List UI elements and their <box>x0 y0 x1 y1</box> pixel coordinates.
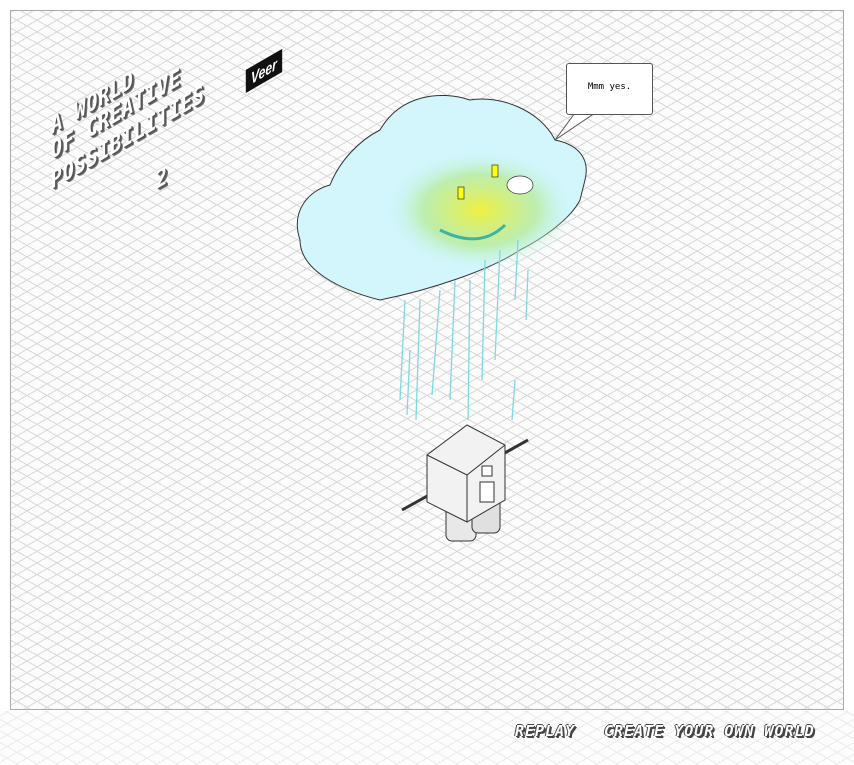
cloud <box>296 94 587 301</box>
create-world-link[interactable]: CREATE YOUR OWN WORLD <box>604 722 815 740</box>
replay-link[interactable]: REPLAY <box>515 722 576 740</box>
footer-background <box>0 711 854 765</box>
robot <box>401 424 529 542</box>
speech-bubble: Mmm yes. <box>566 63 653 115</box>
rain <box>399 239 529 421</box>
